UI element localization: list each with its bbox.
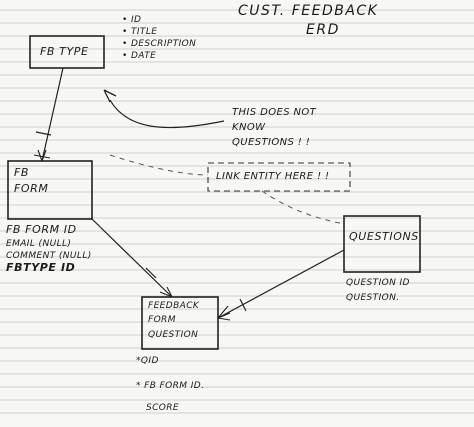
fb-type-attributes: • ID • TITLE • DESCRIPTION • DATE: [122, 14, 196, 62]
note-arrowhead: [103, 89, 117, 103]
fb-form-attr: FBTYPE ID: [6, 261, 76, 274]
fb-type-box: [29, 35, 105, 69]
crow-tick-fbtype: [35, 131, 52, 136]
fb-type-attr: • ID: [122, 15, 142, 25]
note-does-not-know-line1: THIS DOES NOT: [232, 107, 317, 118]
questions-attr: QUESTION ID: [346, 278, 410, 288]
ffq-attr: SCORE: [146, 403, 180, 413]
note-does-not-know-line3: QUESTIONS ! !: [232, 137, 311, 148]
crow-tick-questions: [239, 298, 247, 312]
note-does-not-know-line2: KNOW: [232, 122, 266, 133]
fb-type-attr: • TITLE: [122, 27, 158, 37]
note-link-entity: LINK ENTITY HERE ! !: [216, 171, 330, 182]
crow-tick-fbform: [145, 267, 157, 279]
diagram-title-line2: ERD: [306, 22, 340, 38]
fb-type-attr: • DESCRIPTION: [122, 39, 197, 49]
questions-attr: QUESTION.: [346, 293, 400, 303]
ffq-attr: * FB FORM ID.: [136, 381, 205, 391]
fb-form-attr: COMMENT (NULL): [6, 251, 92, 261]
diagram-title-line1: CUST. FEEDBACK: [238, 3, 379, 19]
crow-foot-ffq-left: [159, 286, 173, 298]
crow-foot-fbform: [33, 149, 51, 162]
ffq-name-line3: QUESTION: [148, 330, 199, 340]
ffq-name-line1: FEEDBACK: [148, 301, 200, 311]
relation-questions-ffq: [217, 249, 345, 319]
relation-fbform-ffq: [91, 218, 173, 298]
fb-type-name: FB TYPE: [40, 45, 89, 58]
fb-type-attr: • DATE: [122, 51, 157, 61]
crow-foot-ffq-right: [217, 305, 231, 321]
fb-form-attributes: FB FORM ID EMAIL (NULL) COMMENT (NULL) F…: [6, 224, 92, 276]
ffq-attr: *QID: [136, 356, 159, 366]
relation-fbtype-fbform: [41, 67, 64, 162]
note-arrow: [109, 99, 225, 129]
fb-form-name-line2: FORM: [14, 182, 49, 195]
link-entity-dashed-box: [207, 162, 351, 192]
questions-box: [343, 215, 421, 273]
dashed-hint-upper: [109, 154, 209, 176]
fb-form-box: [7, 160, 93, 220]
ffq-name-line2: FORM: [148, 315, 176, 325]
fb-form-attr: FB FORM ID: [6, 223, 77, 236]
fb-form-name-line1: FB: [14, 166, 30, 179]
fb-form-attr: EMAIL (NULL): [6, 239, 72, 249]
questions-name: QUESTIONS: [349, 230, 419, 243]
dashed-hint-lower: [261, 190, 345, 225]
feedback-form-question-box: [141, 296, 219, 350]
